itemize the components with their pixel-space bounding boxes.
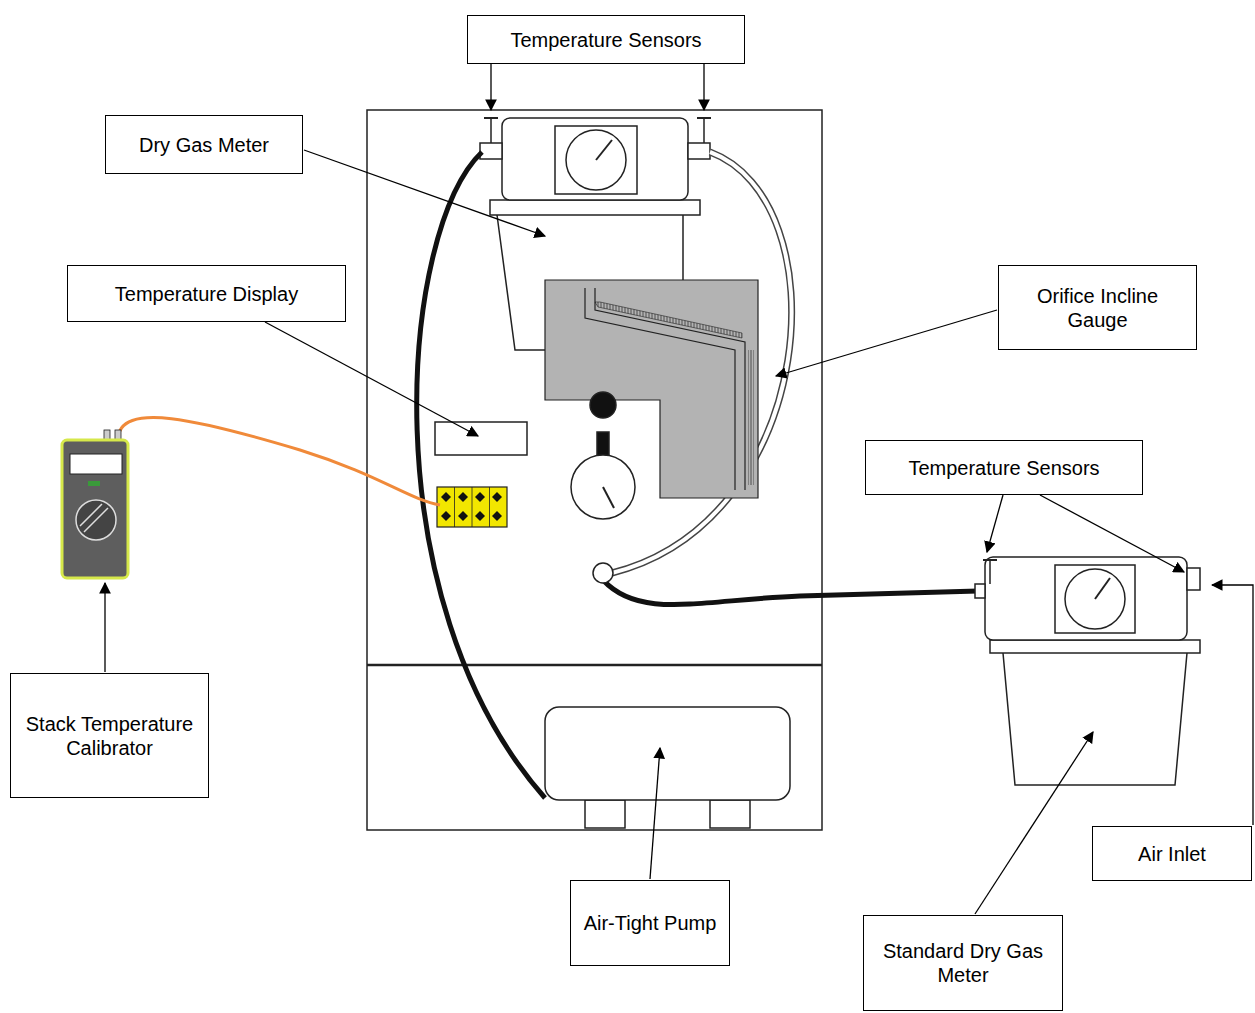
- standard-dry-gas-meter: [975, 557, 1200, 785]
- callout-box: Air Inlet: [1092, 826, 1252, 881]
- cabinet: [367, 110, 822, 830]
- terminal-stud: [458, 492, 468, 502]
- hose: [603, 580, 978, 605]
- hose: [417, 152, 545, 798]
- thermocouple-cable: [118, 418, 440, 505]
- callout-label: Air Inlet: [1138, 842, 1206, 866]
- callout-label: Temperature Sensors: [908, 456, 1099, 480]
- callout-label: Air-Tight Pump: [584, 911, 717, 935]
- callout-label: Temperature Display: [115, 282, 298, 306]
- callout-label: Dry Gas Meter: [139, 133, 269, 157]
- terminal-stud: [458, 511, 468, 521]
- control-panel: [435, 392, 635, 583]
- terminal-divider: [489, 487, 490, 527]
- callout-box: Temperature Sensors: [467, 15, 745, 64]
- callout-box: Orifice Incline Gauge: [998, 265, 1197, 350]
- callout-box: Stack Temperature Calibrator: [10, 673, 209, 798]
- terminal-stud: [475, 511, 485, 521]
- callout-box: Temperature Display: [67, 265, 346, 322]
- callout-label: Orifice Incline Gauge: [1007, 284, 1188, 332]
- stack-temperature-calibrator: [62, 430, 128, 578]
- terminal-block: [437, 487, 507, 527]
- callout-box: Air-Tight Pump: [570, 880, 730, 966]
- terminal-divider: [454, 487, 455, 527]
- orifice-incline-gauge: [545, 280, 758, 498]
- callout-label: Temperature Sensors: [510, 28, 701, 52]
- terminal-stud: [475, 492, 485, 502]
- terminal-stud: [492, 511, 502, 521]
- terminal-stud: [492, 492, 502, 502]
- callout-label: Standard Dry Gas Meter: [872, 939, 1054, 987]
- callout-label: Stack Temperature Calibrator: [19, 712, 200, 760]
- terminal-stud: [441, 511, 451, 521]
- terminal-stud: [441, 492, 451, 502]
- terminal-divider: [472, 487, 473, 527]
- callout-box: Standard Dry Gas Meter: [863, 915, 1063, 1011]
- callout-box: Temperature Sensors: [865, 440, 1143, 495]
- callout-box: Dry Gas Meter: [105, 115, 303, 174]
- air-tight-pump: [545, 707, 790, 828]
- leader-arrows: [105, 64, 1253, 914]
